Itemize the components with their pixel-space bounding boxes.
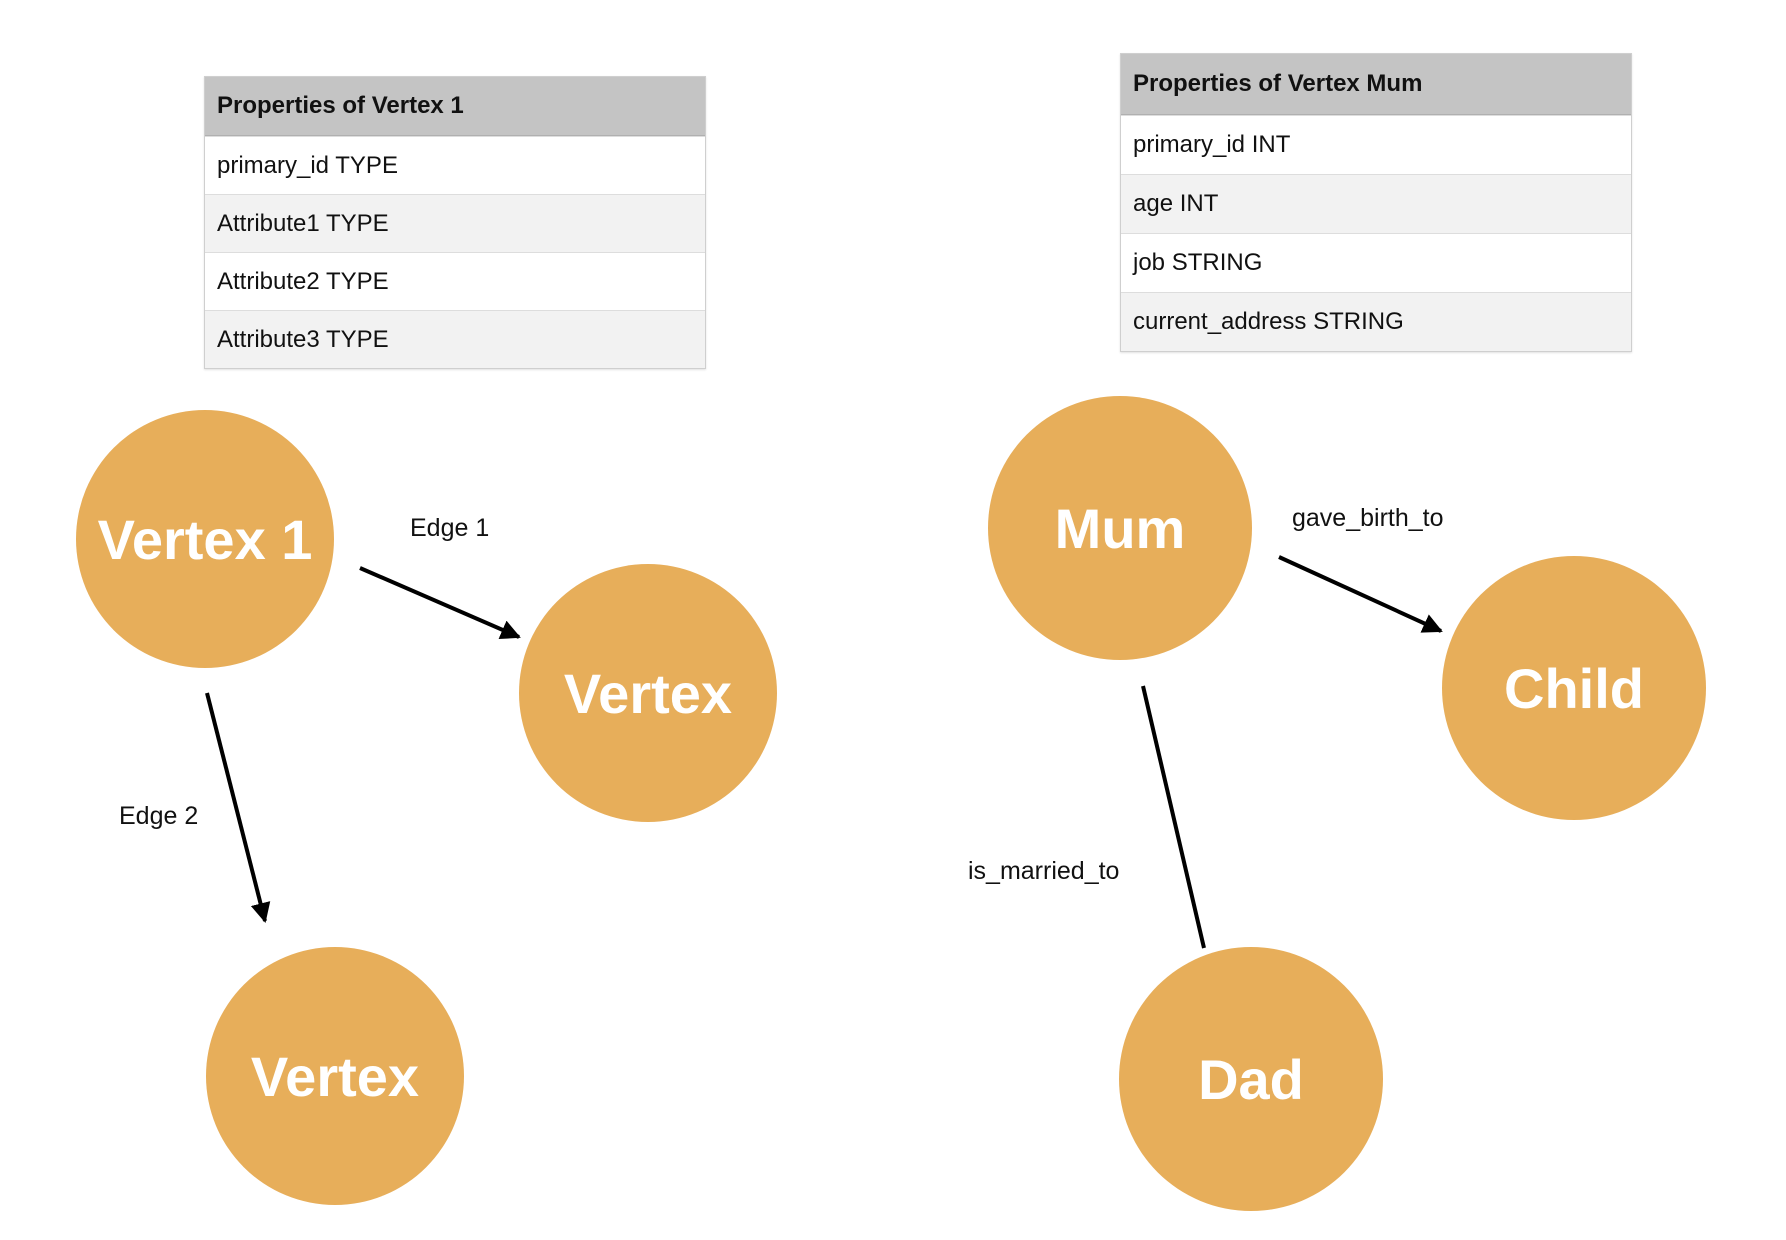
node-dad: Dad (1119, 947, 1383, 1211)
table-row: current_address STRING (1121, 292, 1631, 351)
table-row: primary_id TYPE (205, 136, 705, 194)
node-vertex-bottom: Vertex (206, 947, 464, 1205)
edge-2-arrow (205, 692, 271, 923)
node-vertex-1: Vertex 1 (76, 410, 334, 668)
is-married-to-line (1141, 685, 1206, 949)
vertex-mum-properties-table: Properties of Vertex Mum primary_id INT … (1120, 53, 1632, 352)
gave-birth-to-arrow (1278, 555, 1443, 633)
table-row: job STRING (1121, 233, 1631, 292)
node-mum: Mum (988, 396, 1252, 660)
node-child: Child (1442, 556, 1706, 820)
edge-2-label: Edge 2 (119, 802, 199, 830)
table-header: Properties of Vertex 1 (205, 77, 705, 136)
edge-1-label: Edge 1 (410, 514, 490, 542)
table-row: age INT (1121, 174, 1631, 233)
table-row: Attribute3 TYPE (205, 310, 705, 368)
node-vertex-right: Vertex (519, 564, 777, 822)
is-married-to-label: is_married_to (968, 857, 1120, 885)
gave-birth-to-label: gave_birth_to (1292, 504, 1444, 532)
vertex-1-properties-table: Properties of Vertex 1 primary_id TYPE A… (204, 76, 706, 369)
table-row: Attribute2 TYPE (205, 252, 705, 310)
edge-1-arrow (359, 566, 521, 640)
table-row: primary_id INT (1121, 115, 1631, 174)
table-row: Attribute1 TYPE (205, 194, 705, 252)
table-header: Properties of Vertex Mum (1121, 54, 1631, 115)
